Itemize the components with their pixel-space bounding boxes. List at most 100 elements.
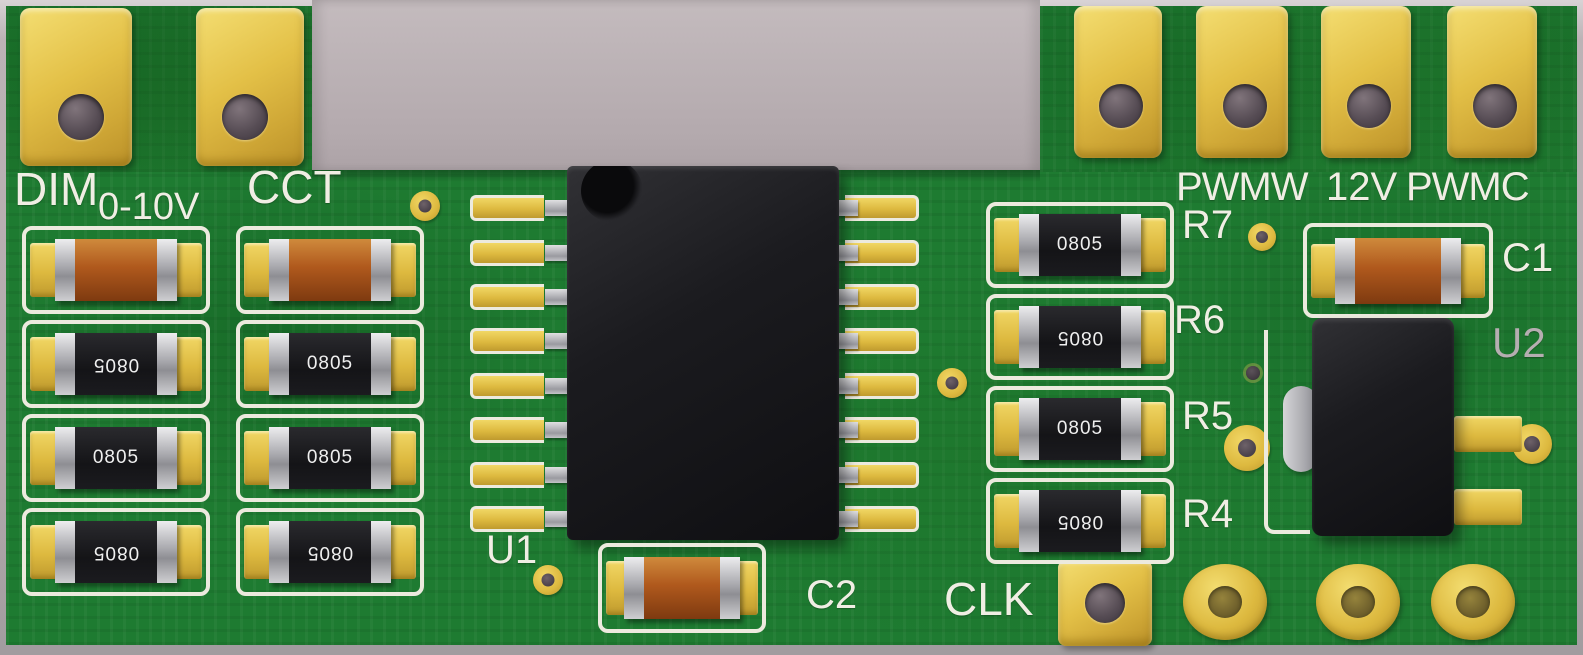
capacitor-terminal — [371, 239, 391, 301]
pad-hole — [1208, 586, 1242, 618]
ic-pad — [470, 462, 544, 488]
connector-pad-dim — [20, 8, 132, 166]
ic-u1 — [567, 166, 839, 540]
resistor-body: 0805 — [1019, 398, 1141, 460]
capacitor-terminal — [269, 239, 289, 301]
silkscreen-label-clk: CLK — [944, 573, 1034, 625]
chip-resistor: 0805 — [22, 414, 210, 502]
via-hole — [541, 573, 555, 587]
ic-pad — [470, 328, 544, 354]
capacitor-ceramic — [289, 239, 371, 301]
ic-pad — [470, 195, 544, 221]
resistor-marking: 0805 — [289, 427, 371, 489]
connector-pad-4 — [1447, 6, 1537, 158]
resistor-terminal — [1121, 490, 1141, 552]
connector-pad-clk — [1058, 560, 1152, 646]
silkscreen-label-cct: CCT — [247, 161, 342, 213]
solder-pad — [172, 243, 202, 297]
drill-hole — [1473, 84, 1517, 128]
silkscreen-label-dim: DIM — [14, 163, 99, 215]
ic-pin — [545, 422, 571, 438]
resistor-terminal — [1121, 306, 1141, 368]
silkscreen-label-u2: U2 — [1492, 319, 1546, 366]
resistor-marking: 0805 — [75, 333, 157, 395]
chip-resistor-r7: 0805 — [986, 202, 1174, 288]
resistor-body: 0805 — [269, 427, 391, 489]
via-hole — [945, 376, 959, 390]
resistor-body: 0805 — [269, 521, 391, 583]
ic-u2 — [1312, 318, 1454, 536]
solder-pad — [172, 431, 202, 485]
capacitor-terminal — [1441, 237, 1461, 304]
drill-hole — [1099, 84, 1143, 128]
resistor-marking: 0805 — [289, 521, 371, 583]
resistor-terminal — [55, 427, 75, 489]
ic-pin — [545, 200, 571, 216]
resistor-marking: 0805 — [75, 521, 157, 583]
ic-pin — [545, 378, 571, 394]
resistor-terminal — [371, 427, 391, 489]
ic-pad — [845, 417, 919, 443]
solder-pad — [1454, 416, 1522, 452]
ic-pin — [545, 333, 571, 349]
drill-hole — [222, 94, 268, 140]
ic-pad — [470, 506, 544, 532]
resistor-terminal — [157, 521, 177, 583]
silkscreen-label-pwmw: PWMW — [1176, 165, 1309, 209]
resistor-body: 0805 — [269, 333, 391, 395]
capacitor-body — [55, 239, 177, 301]
ic-pin — [545, 245, 571, 261]
ic-pin — [545, 289, 571, 305]
resistor-terminal — [269, 521, 289, 583]
oval-pad — [1431, 564, 1515, 640]
solder-pad — [386, 243, 416, 297]
chip-resistor: 0805 — [22, 508, 210, 596]
silkscreen-label-0-10v: 0-10V — [98, 186, 200, 228]
resistor-terminal — [55, 521, 75, 583]
resistor-body: 0805 — [55, 521, 177, 583]
resistor-marking: 0805 — [1039, 306, 1121, 368]
silkscreen-label-r6: R6 — [1174, 298, 1226, 342]
resistor-marking: 0805 — [289, 333, 371, 395]
via — [1246, 366, 1260, 380]
round-pad — [1224, 425, 1270, 471]
silkscreen-label-c1: C1 — [1502, 236, 1554, 280]
solder-pad — [1136, 402, 1166, 456]
resistor-terminal — [1019, 490, 1039, 552]
background-notch — [312, 0, 1040, 172]
chip-resistor-r6: 0805 — [986, 294, 1174, 380]
resistor-terminal — [371, 521, 391, 583]
solder-pad — [386, 431, 416, 485]
resistor-terminal — [269, 333, 289, 395]
via-hole — [1256, 231, 1268, 243]
via — [533, 565, 563, 595]
silkscreen-label-c2: C2 — [806, 573, 858, 617]
connector-pad-pwmc — [1321, 6, 1411, 158]
ic-pin — [545, 467, 571, 483]
capacitor-terminal — [55, 239, 75, 301]
ic-pad — [845, 195, 919, 221]
capacitor-c2 — [598, 543, 766, 633]
silkscreen-label-pwmc: PWMC — [1406, 165, 1530, 209]
silkscreen-label-r4: R4 — [1182, 492, 1234, 536]
resistor-terminal — [1019, 398, 1039, 460]
resistor-terminal — [55, 333, 75, 395]
chip-resistor: 0805 — [236, 414, 424, 502]
resistor-terminal — [1121, 398, 1141, 460]
solder-pad — [386, 525, 416, 579]
pin1-marker — [581, 166, 643, 222]
capacitor-terminal — [1335, 237, 1355, 304]
via — [1248, 223, 1276, 251]
capacitor-terminal — [157, 239, 177, 301]
ic-pin — [545, 511, 571, 527]
connector-pad-12v — [1196, 6, 1288, 158]
capacitor-dim-group — [22, 226, 210, 314]
solder-pad — [1136, 310, 1166, 364]
silkscreen-label-u1: U1 — [486, 528, 538, 572]
solder-pad — [1136, 218, 1166, 272]
via — [410, 191, 440, 221]
drill-hole — [1347, 84, 1391, 128]
oval-pad — [1316, 564, 1400, 640]
resistor-terminal — [1019, 306, 1039, 368]
